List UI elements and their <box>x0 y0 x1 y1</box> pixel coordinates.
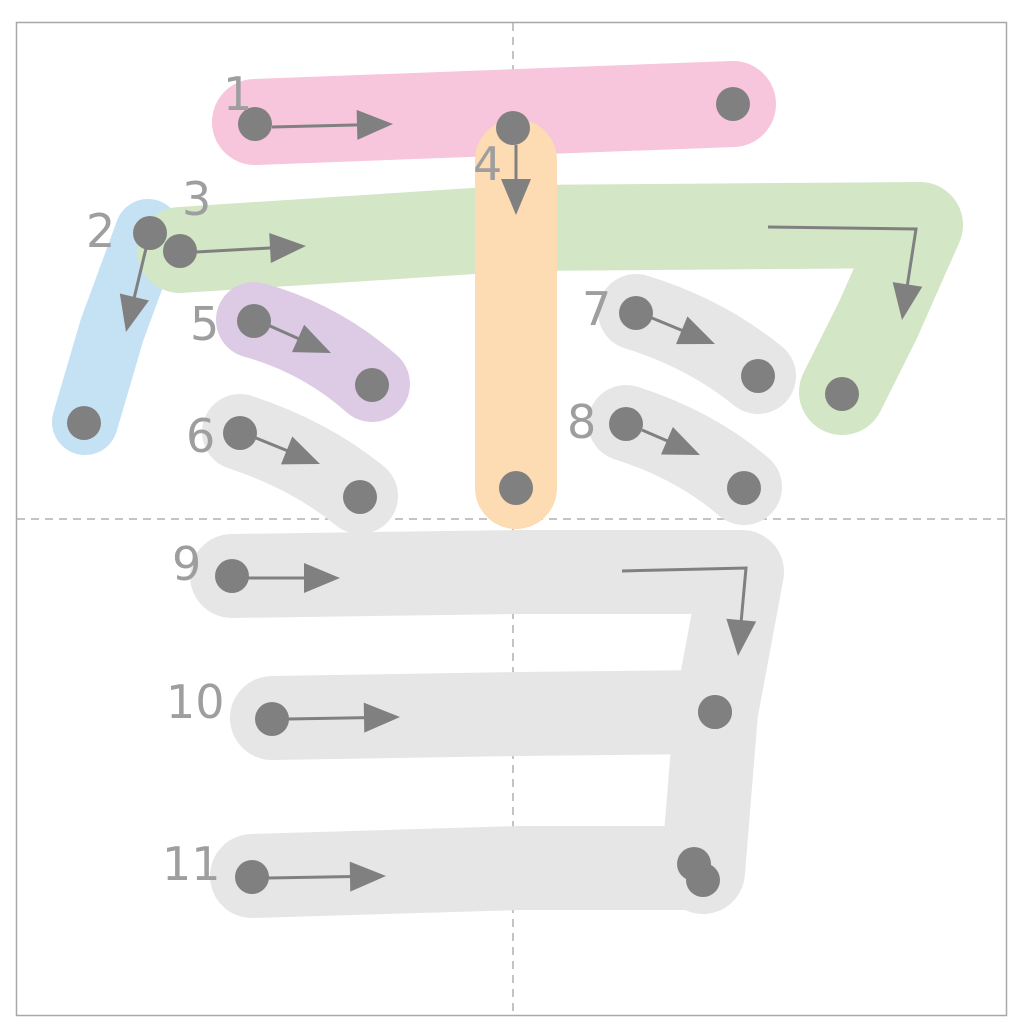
stroke-3-band <box>137 182 963 435</box>
stroke-3-end-dot <box>825 377 859 411</box>
stroke-7-arrow-head <box>676 316 715 345</box>
stroke-7-start-dot <box>619 296 653 330</box>
stroke-4-number: 4 <box>473 137 502 191</box>
stroke-6-start-dot <box>223 416 257 450</box>
stroke-11-number: 11 <box>162 837 221 891</box>
stroke-6-end-dot <box>343 480 377 514</box>
stroke-9-band <box>190 530 784 914</box>
stroke-5-arrow-head <box>292 324 331 353</box>
stroke-2-end-dot <box>67 406 101 440</box>
stroke-4-start-dot <box>496 111 530 145</box>
stroke-10-number: 10 <box>166 675 225 729</box>
stroke-2-arrow-head <box>119 293 149 332</box>
stroke-5-start-dot <box>237 304 271 338</box>
stroke-11-band <box>210 826 742 918</box>
stroke-8-end-dot <box>727 471 761 505</box>
stroke-3-number: 3 <box>182 172 211 226</box>
stroke-9-arrow-head <box>304 563 340 593</box>
stroke-2-start-dot <box>133 216 167 250</box>
stroke-5-end-dot <box>355 368 389 402</box>
stroke-1-arrow-head <box>356 109 393 140</box>
stroke-8-arrow-head <box>661 426 700 455</box>
stroke-10-end-dot <box>698 695 732 729</box>
stroke-9-start-dot <box>215 559 249 593</box>
stroke-10-arrow-head <box>363 702 400 733</box>
stroke-8-start-dot <box>609 407 643 441</box>
stroke-7-end-dot <box>741 359 775 393</box>
stroke-9-turn-arrow-line <box>621 566 748 630</box>
stroke-3-turn-arrow-head <box>892 282 923 320</box>
stroke-5-number: 5 <box>190 297 219 351</box>
stroke-1-number: 1 <box>223 67 252 121</box>
stroke-11-start-dot <box>235 860 269 894</box>
stroke-4-arrow-head <box>501 179 531 215</box>
stroke-1-end-dot <box>716 87 750 121</box>
stroke-3-turn-arrow-line <box>767 225 918 293</box>
stroke-2-number: 2 <box>86 204 115 258</box>
stroke-3-start-dot <box>163 234 197 268</box>
stroke-6-arrow-head <box>281 436 320 465</box>
stroke-2-band <box>52 199 181 455</box>
stroke-7-number: 7 <box>582 282 611 336</box>
stroke-9-turn-arrow-head <box>726 618 757 656</box>
stroke-6-number: 6 <box>186 409 215 463</box>
stroke-1-start-dot <box>238 107 272 141</box>
stroke-3-arrow-head <box>269 232 306 263</box>
stroke-8-number: 8 <box>567 395 596 449</box>
stroke-4-end-dot <box>499 471 533 505</box>
stroke-11-end-dot-overlap <box>677 847 711 881</box>
stroke-1-band <box>212 61 776 165</box>
stroke-10-start-dot <box>255 702 289 736</box>
stroke-9-number: 9 <box>172 537 201 591</box>
stroke-11-arrow-head <box>349 861 386 892</box>
